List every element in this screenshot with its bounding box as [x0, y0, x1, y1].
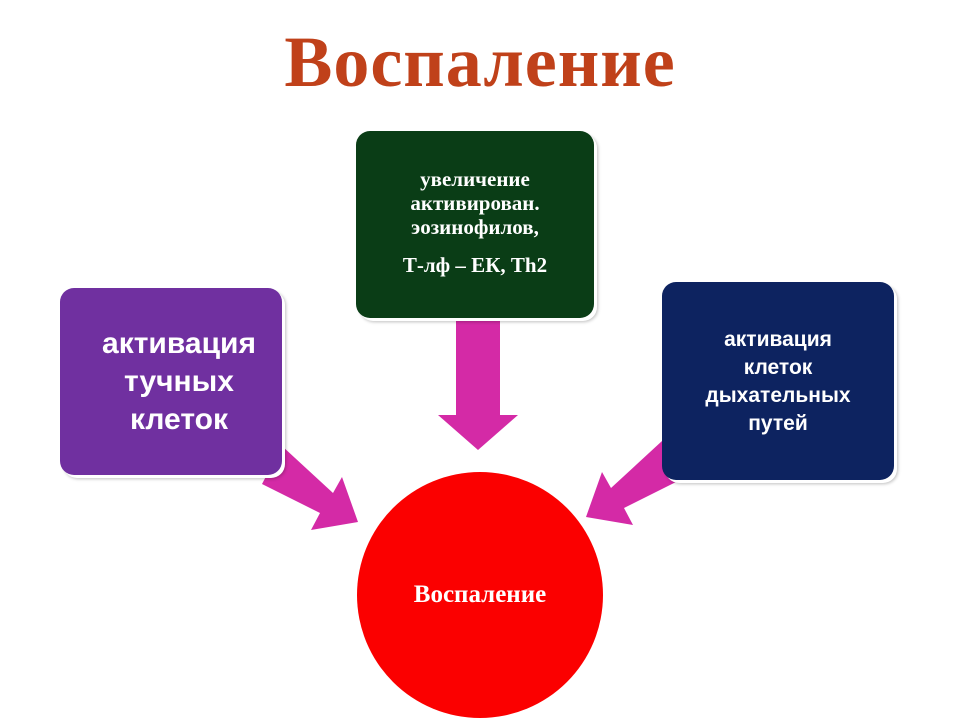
arrow-eosinophils-to-inflammation	[438, 320, 518, 450]
mast-cells-box: активация тучных клеток	[60, 288, 282, 475]
airway-cells-box: активация клеток дыхательных путей	[662, 282, 894, 480]
airway-cells-line: клеток	[743, 356, 813, 379]
arrow-mast-to-inflammation	[262, 446, 358, 530]
mast-cells-line: клеток	[130, 402, 228, 436]
airway-cells-line: активация	[724, 328, 832, 351]
airway-cells-line: путей	[748, 412, 808, 435]
airway-cells-line: дыхательных	[705, 384, 851, 407]
eosinophils-line: Т-лф – ЕК, Th2	[402, 253, 548, 277]
arrow-airway-to-inflammation	[586, 441, 682, 525]
mast-cells-line: активация	[102, 326, 256, 360]
mast-cells-line: тучных	[124, 364, 234, 398]
inflammation-circle: Воспаление	[357, 472, 603, 718]
eosinophils-box: увеличение активирован. эозинофилов, Т-л…	[356, 131, 594, 318]
eosinophils-line: эозинофилов,	[411, 215, 539, 239]
eosinophils-line: увеличение	[420, 167, 530, 191]
slide-title: Воспаление	[284, 22, 676, 102]
eosinophils-line: активирован.	[410, 191, 540, 215]
inflammation-label: Воспаление	[413, 581, 547, 608]
